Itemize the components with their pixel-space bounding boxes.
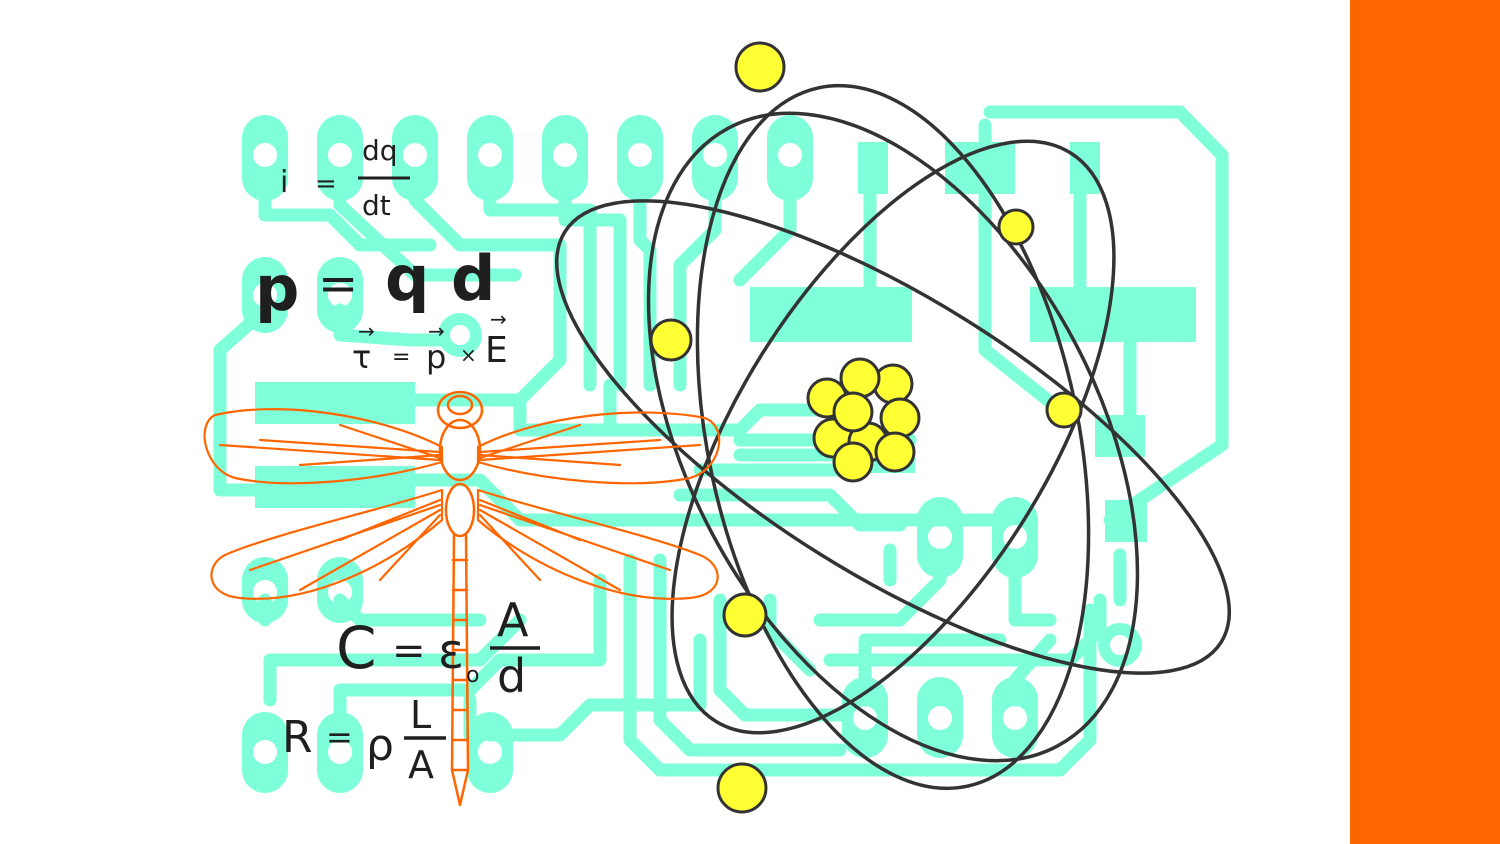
equation-resistance: R = ρ L A — [282, 693, 446, 787]
eq-res-den: A — [408, 743, 434, 787]
equation-torque: τ → = p → × E → — [352, 307, 508, 376]
equation-capacitance: C = ε o A d — [336, 593, 540, 703]
eq-cap-eq: = — [392, 628, 426, 674]
dragonfly-body — [436, 390, 484, 807]
accent-side-bar — [1350, 0, 1500, 844]
eq-current-eq: = — [315, 169, 337, 199]
equation-current: i = dq dt — [280, 134, 410, 222]
eq-torque-eq: = — [392, 345, 410, 370]
atom-orbits — [555, 83, 1231, 791]
eq-torque-a: p — [426, 338, 446, 376]
eq-cap-den: d — [497, 649, 526, 703]
equations-panel: i = dq dt p = q d τ → = p → × E → C = ε … — [255, 134, 540, 787]
eq-res-eq: = — [326, 718, 353, 756]
eq-current-den: dt — [362, 189, 391, 222]
circuit-via — [438, 313, 482, 357]
eq-current-lhs: i — [280, 165, 288, 200]
eq-dipole-eq: = — [318, 256, 358, 312]
eq-cap-eps: ε — [438, 624, 464, 680]
circuit-board-icon — [213, 105, 1229, 793]
eq-torque-op: × — [460, 343, 477, 367]
eq-torque-arrow-1: → — [358, 319, 375, 343]
eq-res-lhs: R — [282, 712, 313, 763]
eq-torque-b: E — [485, 330, 508, 371]
dragonfly-icon — [203, 390, 721, 807]
eq-cap-num: A — [497, 593, 529, 647]
eq-torque-lhs: τ — [352, 338, 371, 376]
eq-torque-arrow-3: → — [490, 307, 507, 331]
equation-dipole: p = q d — [255, 242, 495, 325]
eq-dipole-lhs: p — [255, 252, 299, 325]
eq-cap-lhs: C — [336, 614, 377, 682]
eq-res-rho: ρ — [366, 720, 394, 771]
eq-res-num: L — [410, 693, 431, 737]
atom-nucleus — [806, 357, 921, 483]
eq-dipole-rhs: q d — [385, 242, 495, 315]
dragonfly-wings — [203, 408, 721, 600]
eq-torque-arrow-2: → — [428, 319, 445, 343]
eq-current-num: dq — [362, 134, 398, 167]
atom-icon — [555, 41, 1231, 814]
atom-electrons — [649, 41, 1083, 814]
eq-cap-sub: o — [466, 663, 479, 688]
